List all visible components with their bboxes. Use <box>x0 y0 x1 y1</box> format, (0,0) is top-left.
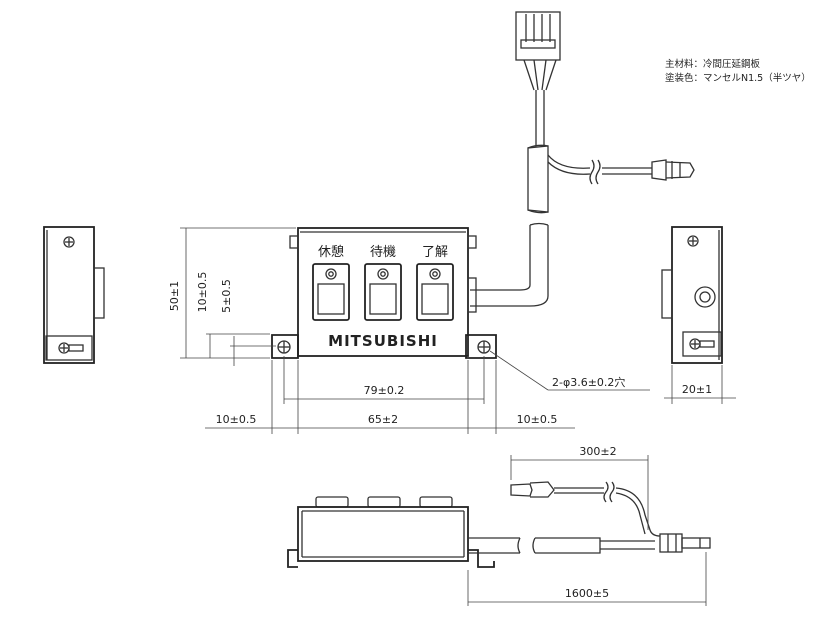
dim-height-flange: 5±0.5 <box>220 279 276 366</box>
dim-depth-text: 20±1 <box>682 383 712 396</box>
button-label-standby: 待機 <box>370 245 396 260</box>
note-material: 主材料：冷間圧延鋼板 <box>665 58 761 70</box>
button-label-ack: 了解 <box>422 245 448 260</box>
dim-hole-pitch: 79±0.2 <box>283 356 485 404</box>
front-view <box>271 227 497 359</box>
notes: 主材料：冷間圧延鋼板 塗装色：マンセルN1.5（半ツヤ） <box>665 58 811 84</box>
dim-depth: 20±1 <box>664 365 736 404</box>
button-label-break: 休憩 <box>318 244 344 260</box>
dim-lead-short-text: 300±2 <box>579 445 616 458</box>
left-side-view <box>43 226 105 364</box>
cable-to-box <box>470 222 549 307</box>
dim-height-flange-text: 5±0.5 <box>220 279 233 313</box>
bottom-view <box>287 481 711 568</box>
dim-lead-long: 1600±5 <box>467 552 707 606</box>
dim-height-total-text: 50±1 <box>168 281 181 311</box>
dim-hole-spec: 2-φ3.6±0.2穴 <box>489 350 650 391</box>
dim-flange-right-text: 10±0.5 <box>517 413 558 426</box>
dim-hole-spec-text: 2-φ3.6±0.2穴 <box>552 375 625 389</box>
dim-lead-long-text: 1600±5 <box>565 587 609 600</box>
dim-width-row: 10±0.5 65±2 10±0.5 <box>205 360 575 434</box>
brand-logo: MITSUBISHI <box>328 332 438 350</box>
dim-height-inner-text: 10±0.5 <box>196 272 209 313</box>
dim-hole-pitch-text: 79±0.2 <box>364 384 405 397</box>
top-connector <box>515 11 561 146</box>
button-standby <box>364 263 402 321</box>
button-break <box>312 263 350 321</box>
cable-sheath-top <box>527 144 549 214</box>
side-lead <box>547 154 695 185</box>
button-labels: 休憩 待機 了解 <box>318 244 448 260</box>
dim-flange-left-text: 10±0.5 <box>216 413 257 426</box>
note-paint: 塗装色：マンセルN1.5（半ツヤ） <box>665 72 811 84</box>
dim-height-inner: 10±0.5 <box>196 272 270 358</box>
dim-height-total: 50±1 <box>168 227 296 359</box>
button-ack <box>416 263 454 321</box>
dim-lead-short: 300±2 <box>510 445 649 530</box>
right-side-view <box>661 226 723 364</box>
dim-body-width-text: 65±2 <box>368 413 398 426</box>
